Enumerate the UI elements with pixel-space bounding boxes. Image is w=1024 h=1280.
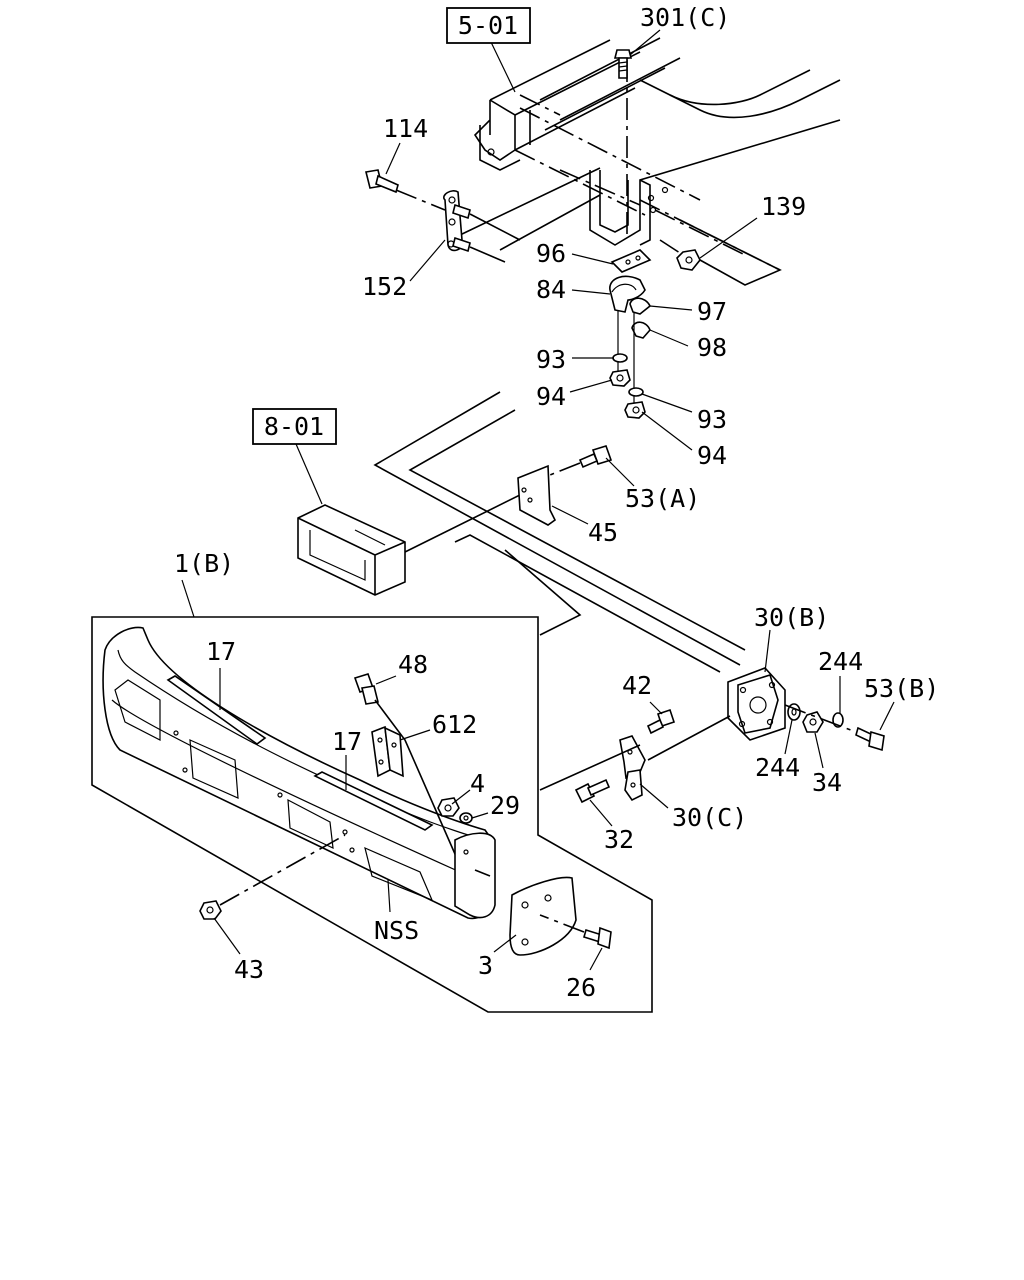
section-ref-5-01[interactable]: 5-01 [446,7,531,44]
label-42: 42 [622,671,652,700]
label-1b: 1(B) [174,549,234,578]
bracket-30c [539,715,731,802]
section-ref-8-01[interactable]: 8-01 [252,408,337,445]
label-301c: 301(C) [640,3,730,32]
callout-labels: 301(C) 114 139 152 96 84 97 98 93 94 93 … [174,3,939,1002]
clamp-84 [609,275,646,313]
label-244-bottom: 244 [755,753,800,782]
label-53b: 53(B) [864,674,939,703]
label-17-right: 17 [332,727,362,756]
label-97: 97 [697,297,727,326]
bracket-30b [727,667,786,741]
bolt-48 [353,673,463,871]
washer-93-left [612,353,628,363]
clip-98 [631,321,651,339]
shim-96 [610,249,652,273]
bolt-53b [784,704,885,752]
label-29: 29 [490,791,520,820]
label-114: 114 [383,114,428,143]
label-612: 612 [432,710,477,739]
frame-rail-outline [373,391,746,673]
label-17-left: 17 [206,637,236,666]
studs-152 [452,203,521,263]
label-nss: NSS [374,916,419,945]
nut-34 [802,711,824,733]
label-43: 43 [234,955,264,984]
nut-43 [199,834,346,920]
frame-phantom-lines [459,60,782,286]
label-93-right: 93 [697,405,727,434]
label-152: 152 [362,272,407,301]
bumper-assembly-border [91,616,653,1013]
label-32: 32 [604,825,634,854]
chassis-frame [473,37,841,246]
svg-text:8-01: 8-01 [264,412,324,441]
label-30c: 30(C) [672,803,747,832]
trim-strip-17-right [313,771,434,831]
svg-text:5-01: 5-01 [458,11,518,40]
label-48: 48 [398,650,428,679]
trim-strip-17-left [166,675,267,745]
label-96: 96 [536,239,566,268]
bumper-end-cap [454,832,496,919]
bumper-body [102,626,493,920]
label-4: 4 [470,769,485,798]
washer-29 [459,812,473,824]
bracket-45 [517,464,557,526]
label-244-top: 244 [818,647,863,676]
bolt-32 [574,778,611,804]
bolt-301c [613,49,633,79]
stud-43-rod [474,869,491,877]
leader-lines [181,29,895,971]
label-94-left: 94 [536,382,566,411]
nut-94-right [624,401,646,419]
bolt-114 [365,169,446,211]
label-93-left: 93 [536,345,566,374]
box-8-01-assembly [297,489,531,596]
label-26: 26 [566,973,596,1002]
label-98: 98 [697,333,727,362]
bolt-26 [539,914,612,950]
label-45: 45 [588,518,618,547]
washer-93-right [628,387,644,397]
nut-94-left [609,369,631,387]
label-30b: 30(B) [754,603,829,632]
label-53a: 53(A) [625,484,700,513]
bracket-612 [371,725,404,778]
label-139: 139 [761,192,806,221]
nut-139 [659,239,701,271]
label-3: 3 [478,951,493,980]
label-94-right: 94 [697,441,727,470]
clip-97 [629,297,652,315]
bolt-53a [549,445,613,476]
label-34: 34 [812,768,842,797]
label-84: 84 [536,275,566,304]
